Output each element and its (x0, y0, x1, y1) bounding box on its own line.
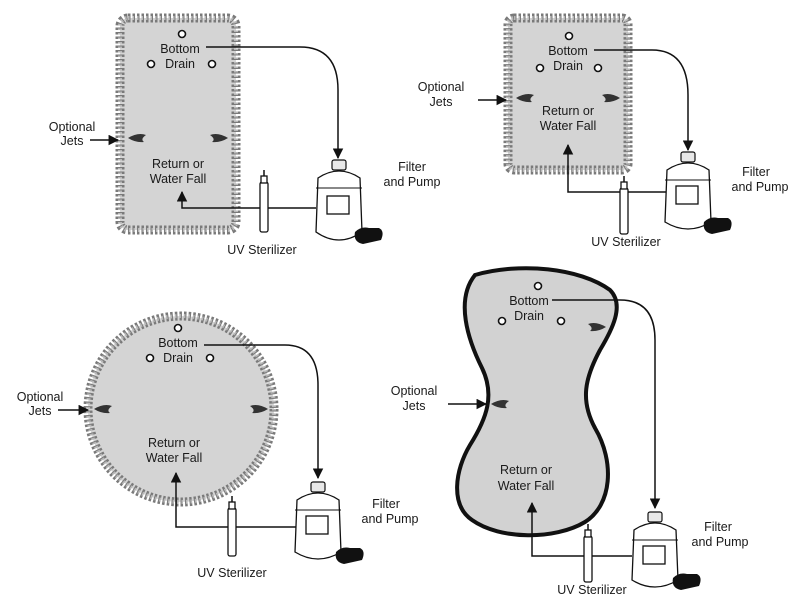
flow-arrow-icon (204, 344, 324, 480)
uv-sterilizer-icon (259, 170, 269, 233)
bottom-label: Bottom (158, 336, 198, 350)
waterfall-label: Water Fall (150, 172, 207, 186)
drain-label: Drain (165, 57, 195, 71)
bottom-label: Bottom (160, 42, 200, 56)
jet-nozzle-icon (94, 405, 268, 414)
drain-label: Drain (163, 351, 193, 365)
drain-label: Drain (553, 59, 583, 73)
return-label: Return or (148, 436, 200, 450)
filter-label: Filter (398, 160, 426, 174)
optional-jets-label: Optional (418, 80, 465, 94)
drain-hole-icon (593, 63, 603, 73)
drain-hole-icon (173, 323, 183, 333)
flow-arrow-icon (562, 143, 666, 193)
waterfall-label: Water Fall (540, 119, 597, 133)
and-pump-label: and Pump (384, 175, 441, 189)
pond-kidney (455, 266, 619, 538)
optional-jets-label: Optional (391, 384, 438, 398)
uv-sterilizer-label: UV Sterilizer (197, 566, 266, 580)
pump-motor-icon (703, 217, 732, 234)
filter-label: Filter (704, 520, 732, 534)
flow-arrow-icon (176, 190, 316, 209)
optional-jets-label: Jets (403, 399, 426, 413)
drain-hole-icon (535, 63, 545, 73)
filter-label: Filter (372, 497, 400, 511)
jet-nozzle-icon (491, 323, 606, 409)
pump-motor-icon (672, 573, 701, 590)
uv-sterilizer-icon (583, 524, 593, 583)
drain-hole-icon (556, 316, 566, 326)
drain-label: Drain (514, 309, 544, 323)
uv-sterilizer-icon (619, 176, 629, 235)
filter-tank-icon (294, 481, 342, 560)
optional-jets-label: Jets (430, 95, 453, 109)
drain-hole-icon (177, 29, 187, 39)
drain-hole-icon (207, 59, 217, 69)
flow-arrow-icon (206, 46, 344, 160)
filter-tank-icon (664, 151, 712, 230)
drain-hole-icon (146, 59, 156, 69)
return-label: Return or (500, 463, 552, 477)
jet-nozzle-icon (516, 94, 620, 103)
waterfall-label: Water Fall (146, 451, 203, 465)
bottom-label: Bottom (509, 294, 549, 308)
diagram-square: Bottom Drain Return or Water Fall Option… (418, 13, 789, 249)
jet-nozzle-icon (128, 134, 228, 143)
return-label: Return or (542, 104, 594, 118)
flow-arrow-icon (170, 471, 296, 528)
flow-arrow-icon (552, 299, 661, 510)
drain-hole-icon (205, 353, 215, 363)
bottom-label: Bottom (548, 44, 588, 58)
uv-sterilizer-label: UV Sterilizer (591, 235, 660, 249)
drain-hole-icon (145, 353, 155, 363)
uv-sterilizer-label: UV Sterilizer (227, 243, 296, 257)
drain-hole-icon (533, 281, 543, 291)
filter-tank-icon (631, 511, 679, 588)
diagram-circle: Bottom Drain Return or Water Fall Option… (17, 311, 419, 580)
diagram-kidney: Bottom Drain Return or Water Fall Option… (391, 266, 749, 597)
filter-tank-icon (315, 159, 363, 241)
waterfall-label: Water Fall (498, 479, 555, 493)
filter-label: Filter (742, 165, 770, 179)
flow-arrow-icon (526, 501, 632, 557)
diagram-rectangle: Bottom Drain Return or Water Fall Option… (49, 13, 441, 257)
and-pump-label: and Pump (732, 180, 789, 194)
return-label: Return or (152, 157, 204, 171)
uv-sterilizer-label: UV Sterilizer (557, 583, 626, 597)
and-pump-label: and Pump (362, 512, 419, 526)
optional-jets-label: Jets (29, 404, 52, 418)
pump-motor-icon (335, 547, 364, 564)
drain-hole-icon (497, 316, 507, 326)
and-pump-label: and Pump (692, 535, 749, 549)
optional-jets-label: Optional (49, 120, 96, 134)
uv-sterilizer-icon (227, 496, 237, 557)
optional-jets-label: Jets (61, 134, 84, 148)
pump-motor-icon (354, 227, 383, 244)
optional-jets-label: Optional (17, 390, 64, 404)
drain-hole-icon (564, 31, 574, 41)
flow-arrow-icon (594, 49, 694, 152)
